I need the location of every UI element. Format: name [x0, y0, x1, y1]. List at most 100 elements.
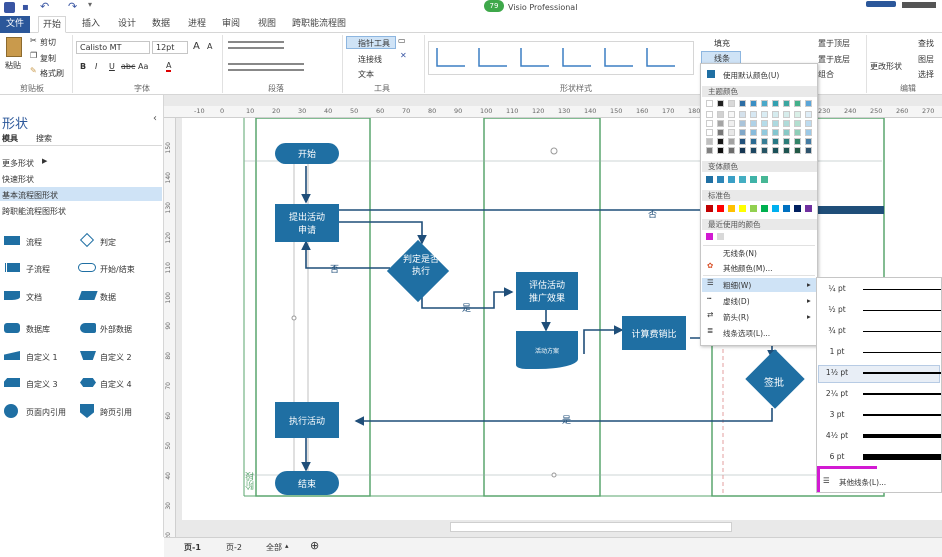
- select-button[interactable]: 选择: [918, 70, 934, 79]
- no-line-item[interactable]: 无线条(N): [723, 249, 757, 258]
- theme-color-swatch[interactable]: [739, 138, 746, 145]
- undo-icon[interactable]: ↶: [40, 0, 50, 13]
- help-icon[interactable]: [902, 2, 936, 8]
- weight-option-line[interactable]: [863, 433, 941, 439]
- weight-option-line[interactable]: [863, 288, 941, 290]
- theme-color-swatch[interactable]: [706, 138, 713, 145]
- document-icon[interactable]: [4, 291, 20, 300]
- grow-font-button[interactable]: A: [193, 41, 200, 52]
- theme-color-swatch[interactable]: [706, 129, 713, 136]
- quick-access-more-icon[interactable]: ▾: [88, 0, 93, 9]
- theme-color-swatch[interactable]: [783, 147, 790, 154]
- theme-color-swatch[interactable]: [739, 120, 746, 127]
- variant-color-swatch[interactable]: [761, 176, 768, 183]
- custom3-icon[interactable]: [4, 378, 20, 387]
- theme-color-swatch[interactable]: [717, 129, 724, 136]
- standard-color-swatch[interactable]: [772, 205, 779, 212]
- dash-item[interactable]: 虚线(D): [723, 297, 750, 306]
- tab-view[interactable]: 视图: [258, 19, 277, 29]
- format-painter-icon[interactable]: ✎: [30, 66, 37, 75]
- quick-shapes-item[interactable]: 快速形状: [2, 175, 34, 184]
- weight-selected-highlight[interactable]: [818, 365, 940, 383]
- theme-color-swatch[interactable]: [717, 147, 724, 154]
- more-shapes-item[interactable]: 更多形状: [2, 159, 34, 168]
- shape-database[interactable]: 数据库: [26, 325, 50, 334]
- weight-option-line[interactable]: [863, 309, 941, 311]
- page-2-tab[interactable]: 页-2: [226, 543, 242, 552]
- theme-color-swatch[interactable]: [805, 111, 812, 118]
- theme-color-swatch[interactable]: [706, 120, 713, 127]
- weight-option-label[interactable]: 1 pt: [829, 347, 845, 356]
- collapse-panel-icon[interactable]: ‹: [153, 113, 157, 124]
- evaluate-node[interactable]: 评估活动 推广效果: [516, 272, 578, 310]
- data-icon[interactable]: [78, 291, 98, 300]
- standard-color-swatch[interactable]: [794, 205, 801, 212]
- theme-color-swatch[interactable]: [805, 138, 812, 145]
- theme-color-swatch[interactable]: [717, 120, 724, 127]
- theme-color-swatch[interactable]: [761, 129, 768, 136]
- theme-color-swatch[interactable]: [728, 129, 735, 136]
- theme-color-swatch[interactable]: [794, 129, 801, 136]
- standard-color-swatch[interactable]: [783, 205, 790, 212]
- theme-color-swatch[interactable]: [728, 100, 735, 107]
- group-button[interactable]: 组合: [818, 70, 834, 79]
- paste-button[interactable]: 粘贴: [5, 61, 21, 70]
- weight-option-label[interactable]: ¼ pt: [828, 284, 846, 293]
- tab-stencils[interactable]: 模具: [2, 134, 18, 143]
- standard-color-swatch[interactable]: [761, 205, 768, 212]
- tab-search[interactable]: 搜索: [36, 134, 52, 143]
- font-family-select[interactable]: Calisto MT: [76, 41, 150, 54]
- copy-button[interactable]: 复制: [40, 54, 56, 63]
- paste-icon[interactable]: [6, 37, 22, 57]
- shape-custom-2[interactable]: 自定义 2: [100, 353, 132, 362]
- theme-color-swatch[interactable]: [794, 147, 801, 154]
- theme-color-swatch[interactable]: [805, 147, 812, 154]
- shape-external-data[interactable]: 外部数据: [100, 325, 132, 334]
- theme-color-swatch[interactable]: [706, 100, 713, 107]
- weight-option-label[interactable]: ¾ pt: [828, 326, 846, 335]
- theme-color-swatch[interactable]: [772, 111, 779, 118]
- shape-off-page-reference[interactable]: 跨页引用: [100, 408, 132, 417]
- shape-decision[interactable]: 判定: [100, 238, 116, 247]
- theme-color-swatch[interactable]: [739, 100, 746, 107]
- weight-item-highlight[interactable]: [702, 278, 817, 292]
- weight-option-line[interactable]: [863, 454, 941, 460]
- format-painter-button[interactable]: 格式刷: [40, 69, 64, 78]
- tab-process[interactable]: 进程: [188, 19, 207, 29]
- weight-option-label[interactable]: 6 pt: [829, 452, 845, 461]
- close-icon[interactable]: ✕: [400, 51, 407, 60]
- theme-color-swatch[interactable]: [750, 120, 757, 127]
- submit-request-node[interactable]: 提出活动 申请: [275, 204, 339, 242]
- weight-option-line[interactable]: [863, 392, 941, 395]
- theme-color-swatch[interactable]: [728, 111, 735, 118]
- shape-subprocess[interactable]: 子流程: [26, 265, 50, 274]
- theme-color-swatch[interactable]: [739, 147, 746, 154]
- page-1-tab[interactable]: 页-1: [184, 543, 201, 552]
- save-icon[interactable]: ▪: [22, 2, 29, 13]
- text-tool-label[interactable]: 文本: [358, 70, 374, 79]
- theme-color-swatch[interactable]: [717, 138, 724, 145]
- weight-option-line[interactable]: [863, 372, 941, 374]
- theme-color-swatch[interactable]: [783, 138, 790, 145]
- tab-review[interactable]: 审阅: [222, 19, 241, 29]
- theme-color-swatch[interactable]: [783, 111, 790, 118]
- decision-icon[interactable]: [79, 232, 95, 248]
- line-dropdown-menu[interactable]: 使用默认颜色(U) 主题颜色 变体颜色 标准色 最近使用的颜色 无线条(N) ✿…: [700, 63, 818, 346]
- weight-option-line[interactable]: [863, 351, 941, 353]
- theme-color-swatch[interactable]: [761, 147, 768, 154]
- default-color-item[interactable]: 使用默认颜色(U): [723, 71, 780, 80]
- theme-color-swatch[interactable]: [794, 120, 801, 127]
- custom1-icon[interactable]: [4, 351, 20, 360]
- cut-button[interactable]: 剪切: [40, 38, 56, 47]
- shape-styles-gallery[interactable]: [428, 41, 694, 75]
- line-options-item[interactable]: 线条选项(L)...: [723, 329, 771, 338]
- bold-button[interactable]: B: [80, 62, 87, 71]
- shape-document[interactable]: 文档: [26, 293, 42, 302]
- variant-color-swatch[interactable]: [706, 176, 713, 183]
- standard-color-swatch[interactable]: [706, 205, 713, 212]
- weight-option-label[interactable]: 1½ pt: [825, 368, 849, 377]
- shape-custom-4[interactable]: 自定义 4: [100, 380, 132, 389]
- theme-color-swatch[interactable]: [750, 111, 757, 118]
- pointer-tool-button[interactable]: [346, 36, 396, 49]
- standard-color-swatch[interactable]: [717, 205, 724, 212]
